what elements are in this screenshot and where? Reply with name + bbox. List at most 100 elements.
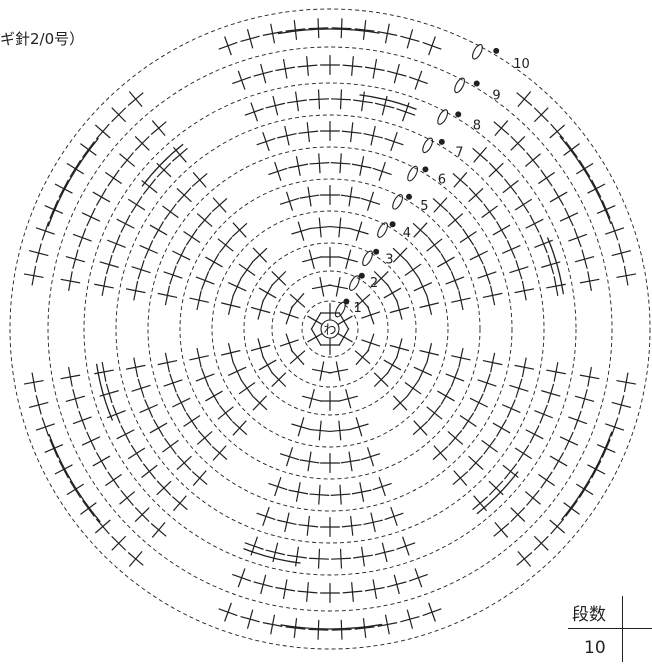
single-crochet-x-icon <box>597 200 615 218</box>
single-crochet-x-icon <box>151 121 166 136</box>
single-crochet-x-icon <box>494 121 509 136</box>
single-crochet-x-icon <box>219 603 238 622</box>
chain-oval-icon <box>471 43 485 60</box>
single-crochet-x-icon <box>67 481 84 498</box>
single-crochet-x-icon <box>253 396 267 410</box>
single-crochet-x-icon <box>312 277 331 296</box>
single-crochet-x-icon <box>453 471 468 486</box>
single-crochet-x-icon <box>150 419 167 436</box>
single-crochet-x-icon <box>616 266 635 285</box>
single-crochet-x-icon <box>414 362 432 380</box>
single-crochet-x-icon <box>277 126 296 145</box>
single-crochet-x-icon <box>287 547 307 567</box>
single-crochet-x-icon <box>82 432 100 450</box>
single-crochet-x-icon <box>342 122 362 142</box>
single-crochet-x-icon <box>61 367 80 386</box>
single-crochet-x-icon <box>135 136 149 150</box>
single-crochet-x-icon <box>331 153 351 173</box>
single-crochet-x-icon <box>251 300 270 319</box>
single-crochet-x-icon <box>192 172 207 187</box>
round-label-4: 4 <box>403 226 411 241</box>
table-divider-horizontal <box>568 628 652 629</box>
round-label-3: 3 <box>385 253 393 268</box>
single-crochet-x-icon <box>493 419 510 436</box>
single-crochet-x-icon <box>212 446 227 461</box>
single-crochet-x-icon <box>232 421 247 436</box>
single-crochet-x-icon <box>502 400 520 418</box>
single-crochet-x-icon <box>393 396 407 410</box>
single-crochet-x-icon <box>24 266 43 285</box>
single-crochet-x-icon <box>378 24 397 43</box>
single-crochet-x-icon <box>184 229 200 245</box>
single-crochet-x-icon <box>280 334 299 353</box>
single-crochet-x-icon <box>361 334 380 353</box>
single-crochet-x-icon <box>400 29 419 48</box>
single-crochet-x-icon <box>112 536 126 550</box>
single-crochet-x-icon <box>575 250 594 269</box>
single-crochet-x-icon <box>93 452 110 469</box>
single-crochet-x-icon <box>384 356 401 373</box>
single-crochet-x-icon <box>280 306 299 325</box>
single-crochet-x-icon <box>157 481 171 495</box>
single-crochet-x-icon <box>292 222 311 241</box>
single-crochet-x-icon <box>300 187 320 207</box>
single-crochet-x-icon <box>373 162 392 181</box>
single-crochet-x-icon <box>332 620 352 640</box>
single-crochet-x-icon <box>446 368 464 386</box>
single-crochet-x-icon <box>172 394 190 412</box>
single-crochet-x-icon <box>257 132 276 151</box>
single-crochet-x-icon <box>310 218 330 238</box>
single-crochet-x-icon <box>29 244 48 263</box>
single-crochet-x-icon <box>363 126 382 145</box>
single-crochet-x-icon <box>355 350 370 365</box>
single-crochet-x-icon <box>263 615 282 634</box>
single-crochet-x-icon <box>272 373 286 387</box>
single-crochet-x-icon <box>460 229 476 245</box>
single-crochet-x-icon <box>24 373 43 392</box>
single-crochet-x-icon <box>140 400 158 418</box>
single-crochet-x-icon <box>605 222 624 241</box>
single-crochet-x-icon <box>219 36 238 55</box>
single-crochet-x-icon <box>128 92 143 107</box>
round-label-5: 5 <box>420 199 428 214</box>
single-crochet-x-icon <box>339 250 358 269</box>
single-crochet-x-icon <box>343 56 363 76</box>
single-crochet-x-icon <box>541 384 560 403</box>
single-crochet-x-icon <box>95 519 110 534</box>
single-crochet-x-icon <box>361 447 380 466</box>
single-crochet-x-icon <box>427 405 442 420</box>
single-crochet-x-icon <box>538 170 554 186</box>
single-crochet-x-icon <box>251 338 270 357</box>
single-crochet-x-icon <box>433 198 448 213</box>
round-label-6: 6 <box>438 172 446 187</box>
single-crochet-x-icon <box>405 380 421 396</box>
single-crochet-x-icon <box>309 620 329 640</box>
single-crochet-x-icon <box>268 477 287 496</box>
single-crochet-x-icon <box>320 583 340 603</box>
chain-oval-icon <box>361 250 375 267</box>
single-crochet-x-icon <box>61 271 80 290</box>
single-crochet-x-icon <box>66 250 85 269</box>
single-crochet-x-icon <box>95 124 110 139</box>
single-crochet-x-icon <box>433 446 448 461</box>
single-crochet-x-icon <box>526 215 544 233</box>
single-crochet-x-icon <box>241 29 260 48</box>
single-crochet-x-icon <box>218 405 233 420</box>
single-crochet-x-icon <box>534 536 548 550</box>
single-crochet-x-icon <box>517 551 532 566</box>
single-crochet-x-icon <box>373 477 392 496</box>
single-crochet-x-icon <box>420 296 439 315</box>
single-crochet-x-icon <box>172 496 187 511</box>
single-crochet-x-icon <box>526 426 544 444</box>
single-crochet-x-icon <box>339 389 358 408</box>
single-crochet-x-icon <box>413 421 428 436</box>
table-divider-vertical <box>622 596 623 662</box>
single-crochet-x-icon <box>328 361 347 380</box>
single-crochet-x-icon <box>177 456 192 471</box>
single-crochet-x-icon <box>341 187 361 207</box>
single-crochet-x-icon <box>100 255 119 274</box>
single-crochet-x-icon <box>135 508 149 522</box>
single-crochet-x-icon <box>218 237 233 252</box>
